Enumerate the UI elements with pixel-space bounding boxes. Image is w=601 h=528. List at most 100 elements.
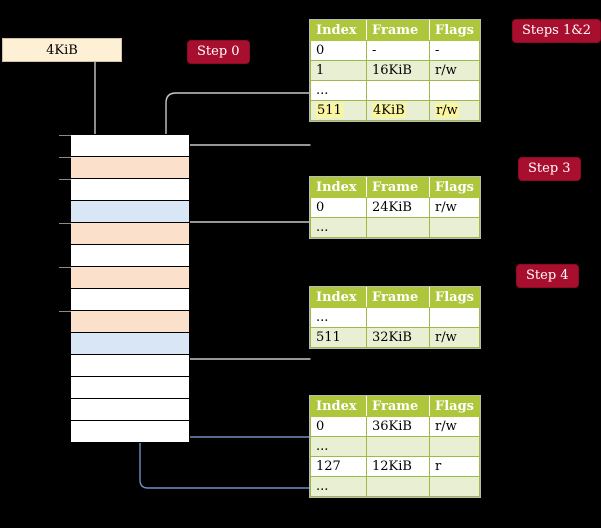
badge-step-3: Step 3 <box>519 158 580 180</box>
cell-flags <box>429 307 480 328</box>
table-row[interactable]: ... <box>310 80 480 101</box>
badge-step-4: Step 4 <box>517 265 578 287</box>
column-header-flags: Flags <box>429 287 480 308</box>
column-header-index: Index <box>310 177 367 198</box>
cell-frame: 32KiB <box>366 327 430 348</box>
memory-frame-row <box>59 267 189 289</box>
memory-frame-tick <box>59 157 71 158</box>
cell-frame: 36KiB <box>366 416 430 437</box>
badge-steps-1-2: Steps 1&2 <box>513 20 601 42</box>
highlighted-value: 4KiB <box>372 103 406 118</box>
table-row[interactable]: ... <box>310 476 480 497</box>
cell-frame: 24KiB <box>366 197 430 218</box>
cell-frame <box>366 217 430 238</box>
cell-frame: 4KiB <box>366 100 430 121</box>
cell-frame: - <box>366 40 430 61</box>
column-header-index: Index <box>310 287 367 308</box>
column-header-frame: Frame <box>366 396 430 417</box>
physical-memory-column <box>59 134 190 443</box>
wire-table1-row0-to-memory <box>177 221 311 271</box>
column-header-frame: Frame <box>366 287 430 308</box>
memory-frame-row <box>71 201 189 223</box>
memory-frame-row <box>71 289 189 311</box>
cell-index: 1 <box>310 60 367 81</box>
cell-flags: - <box>429 40 480 61</box>
memory-frame-row <box>59 179 189 201</box>
column-header-flags: Flags <box>429 177 480 198</box>
cell-flags: r/w <box>429 416 480 437</box>
table-row[interactable]: ... <box>310 307 480 328</box>
cell-frame: 16KiB <box>366 60 430 81</box>
memory-frame-row <box>71 333 189 355</box>
cell-index: ... <box>310 436 367 457</box>
memory-frame-row <box>71 355 189 377</box>
cell-index: ... <box>310 80 367 101</box>
wire-table0-row511-to-memory <box>171 144 311 225</box>
column-header-flags: Flags <box>429 20 480 41</box>
cell-frame <box>366 307 430 328</box>
memory-frame-tick <box>59 267 71 268</box>
cell-index: 0 <box>310 40 367 61</box>
wire-table2-row511-to-memory <box>171 295 311 360</box>
memory-frame-row <box>71 399 189 421</box>
highlighted-value: r/w <box>435 103 459 118</box>
memory-frame-row <box>59 135 189 157</box>
cell-index: 0 <box>310 197 367 218</box>
memory-frame-tick <box>59 223 71 224</box>
cell-index: ... <box>310 476 367 497</box>
cell-flags: r <box>429 456 480 477</box>
memory-frame-row <box>71 421 189 443</box>
cell-index: ... <box>310 217 367 238</box>
cell-frame <box>366 80 430 101</box>
highlighted-value: 511 <box>316 103 343 118</box>
memory-frame-tick <box>59 179 71 180</box>
column-header-frame: Frame <box>366 20 430 41</box>
cell-flags <box>429 80 480 101</box>
cell-index: 127 <box>310 456 367 477</box>
cell-frame <box>366 436 430 457</box>
memory-frame-row <box>71 245 189 267</box>
cell-index: 0 <box>310 416 367 437</box>
memory-frame-row <box>59 311 189 333</box>
table-row[interactable]: 511 4KiB r/w <box>310 100 480 121</box>
virtual-address-box: 4KiB <box>2 38 122 62</box>
memory-frame-tick <box>59 135 71 136</box>
table-row[interactable]: ... <box>310 217 480 238</box>
cell-frame: 12KiB <box>366 456 430 477</box>
column-header-flags: Flags <box>429 396 480 417</box>
cell-flags: r/w <box>429 60 480 81</box>
table-row[interactable]: 0-- <box>310 40 480 61</box>
column-header-index: Index <box>310 396 367 417</box>
cell-index: 511 <box>310 100 367 121</box>
memory-frame-row <box>71 377 189 399</box>
virtual-address-label: 4KiB <box>46 42 78 58</box>
column-header-frame: Frame <box>366 177 430 198</box>
cell-flags <box>429 217 480 238</box>
column-header-index: Index <box>310 20 367 41</box>
cell-index: ... <box>310 307 367 328</box>
badge-step-0: Step 0 <box>188 41 249 63</box>
cell-flags <box>429 476 480 497</box>
cell-flags: r/w <box>429 197 480 218</box>
memory-frame-row <box>59 223 189 245</box>
cell-flags: r/w <box>429 100 480 121</box>
cell-frame <box>366 476 430 497</box>
table-row[interactable]: ... <box>310 436 480 457</box>
cell-flags <box>429 436 480 457</box>
memory-frame-row <box>59 157 189 179</box>
cell-flags: r/w <box>429 327 480 348</box>
